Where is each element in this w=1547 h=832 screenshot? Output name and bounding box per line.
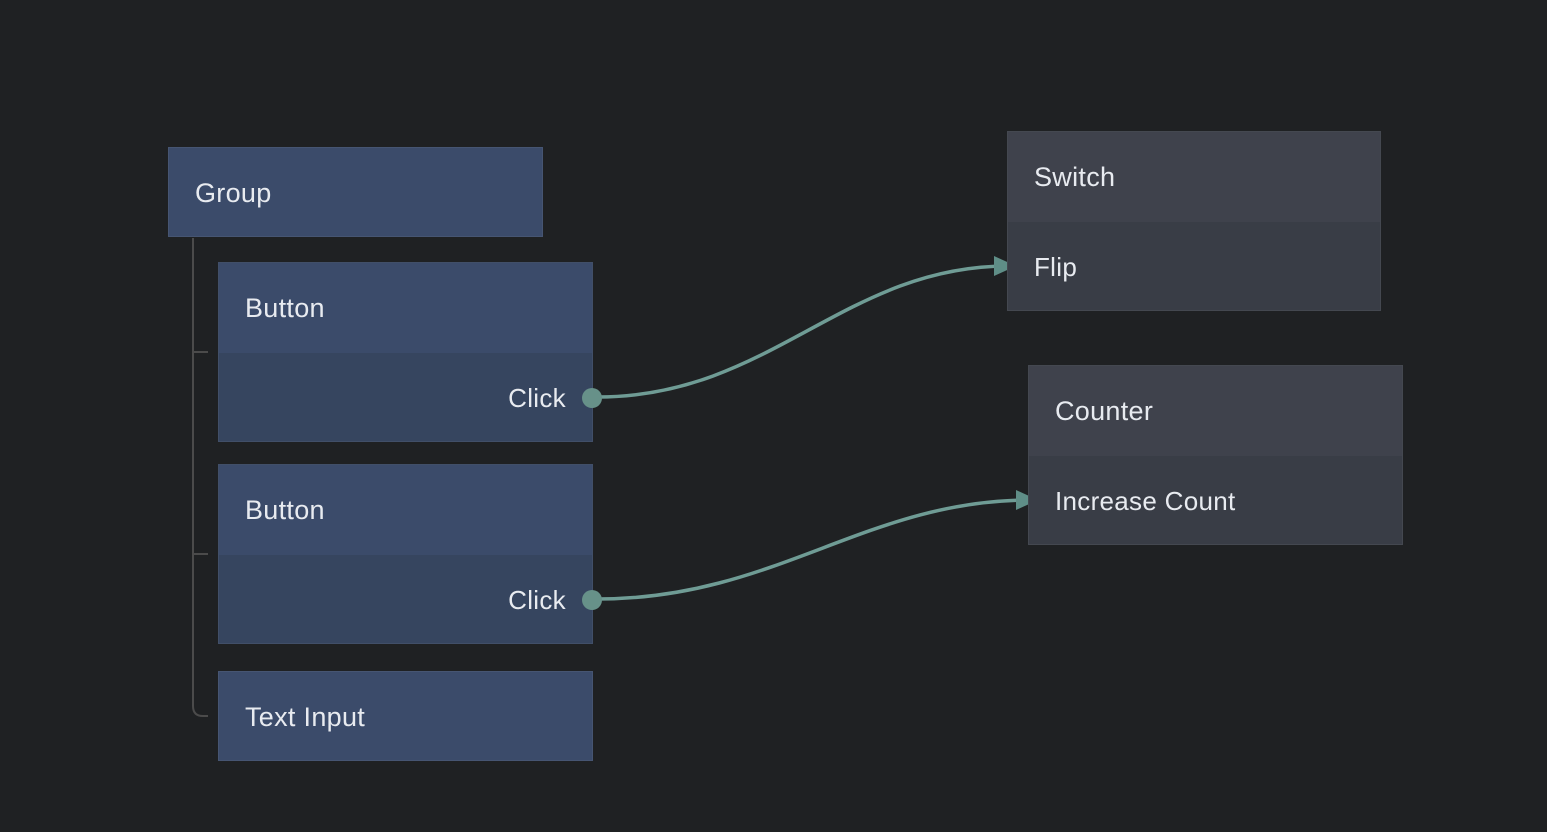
node-group-header: Group — [169, 148, 542, 238]
node-button-2-header: Button — [219, 465, 592, 555]
input-action-label: Flip — [1034, 251, 1078, 282]
node-title: Counter — [1055, 395, 1154, 426]
node-text-input[interactable]: Text Input — [218, 671, 593, 761]
tree-connector-line — [192, 238, 208, 717]
output-port-dot[interactable] — [582, 388, 602, 408]
node-switch[interactable]: Switch Flip — [1007, 131, 1381, 311]
node-button-2-body: Click — [219, 555, 592, 645]
output-port-label: Click — [508, 584, 566, 615]
input-action-label: Increase Count — [1055, 485, 1236, 516]
node-title: Button — [245, 494, 325, 525]
edge-button1-click-to-switch-flip[interactable] — [596, 264, 1010, 399]
node-group[interactable]: Group — [168, 147, 543, 237]
node-button-2[interactable]: Button Click — [218, 464, 602, 645]
node-title: Switch — [1034, 161, 1116, 192]
node-counter-body: Increase Count — [1029, 456, 1402, 546]
node-switch-header: Switch — [1008, 132, 1380, 222]
edge-button2-click-to-counter-increase[interactable] — [596, 498, 1032, 601]
node-button-1-header: Button — [219, 263, 592, 353]
node-title: Text Input — [245, 701, 366, 732]
node-title: Button — [245, 292, 325, 323]
node-text-input-header: Text Input — [219, 672, 592, 762]
node-button-1[interactable]: Button Click — [218, 262, 602, 443]
node-counter-header: Counter — [1029, 366, 1402, 456]
output-port-dot[interactable] — [582, 590, 602, 610]
node-title: Group — [195, 177, 272, 208]
output-port-label: Click — [508, 382, 566, 413]
node-button-1-body: Click — [219, 353, 592, 443]
node-counter[interactable]: Counter Increase Count — [1028, 365, 1403, 545]
node-switch-body: Flip — [1008, 222, 1380, 312]
